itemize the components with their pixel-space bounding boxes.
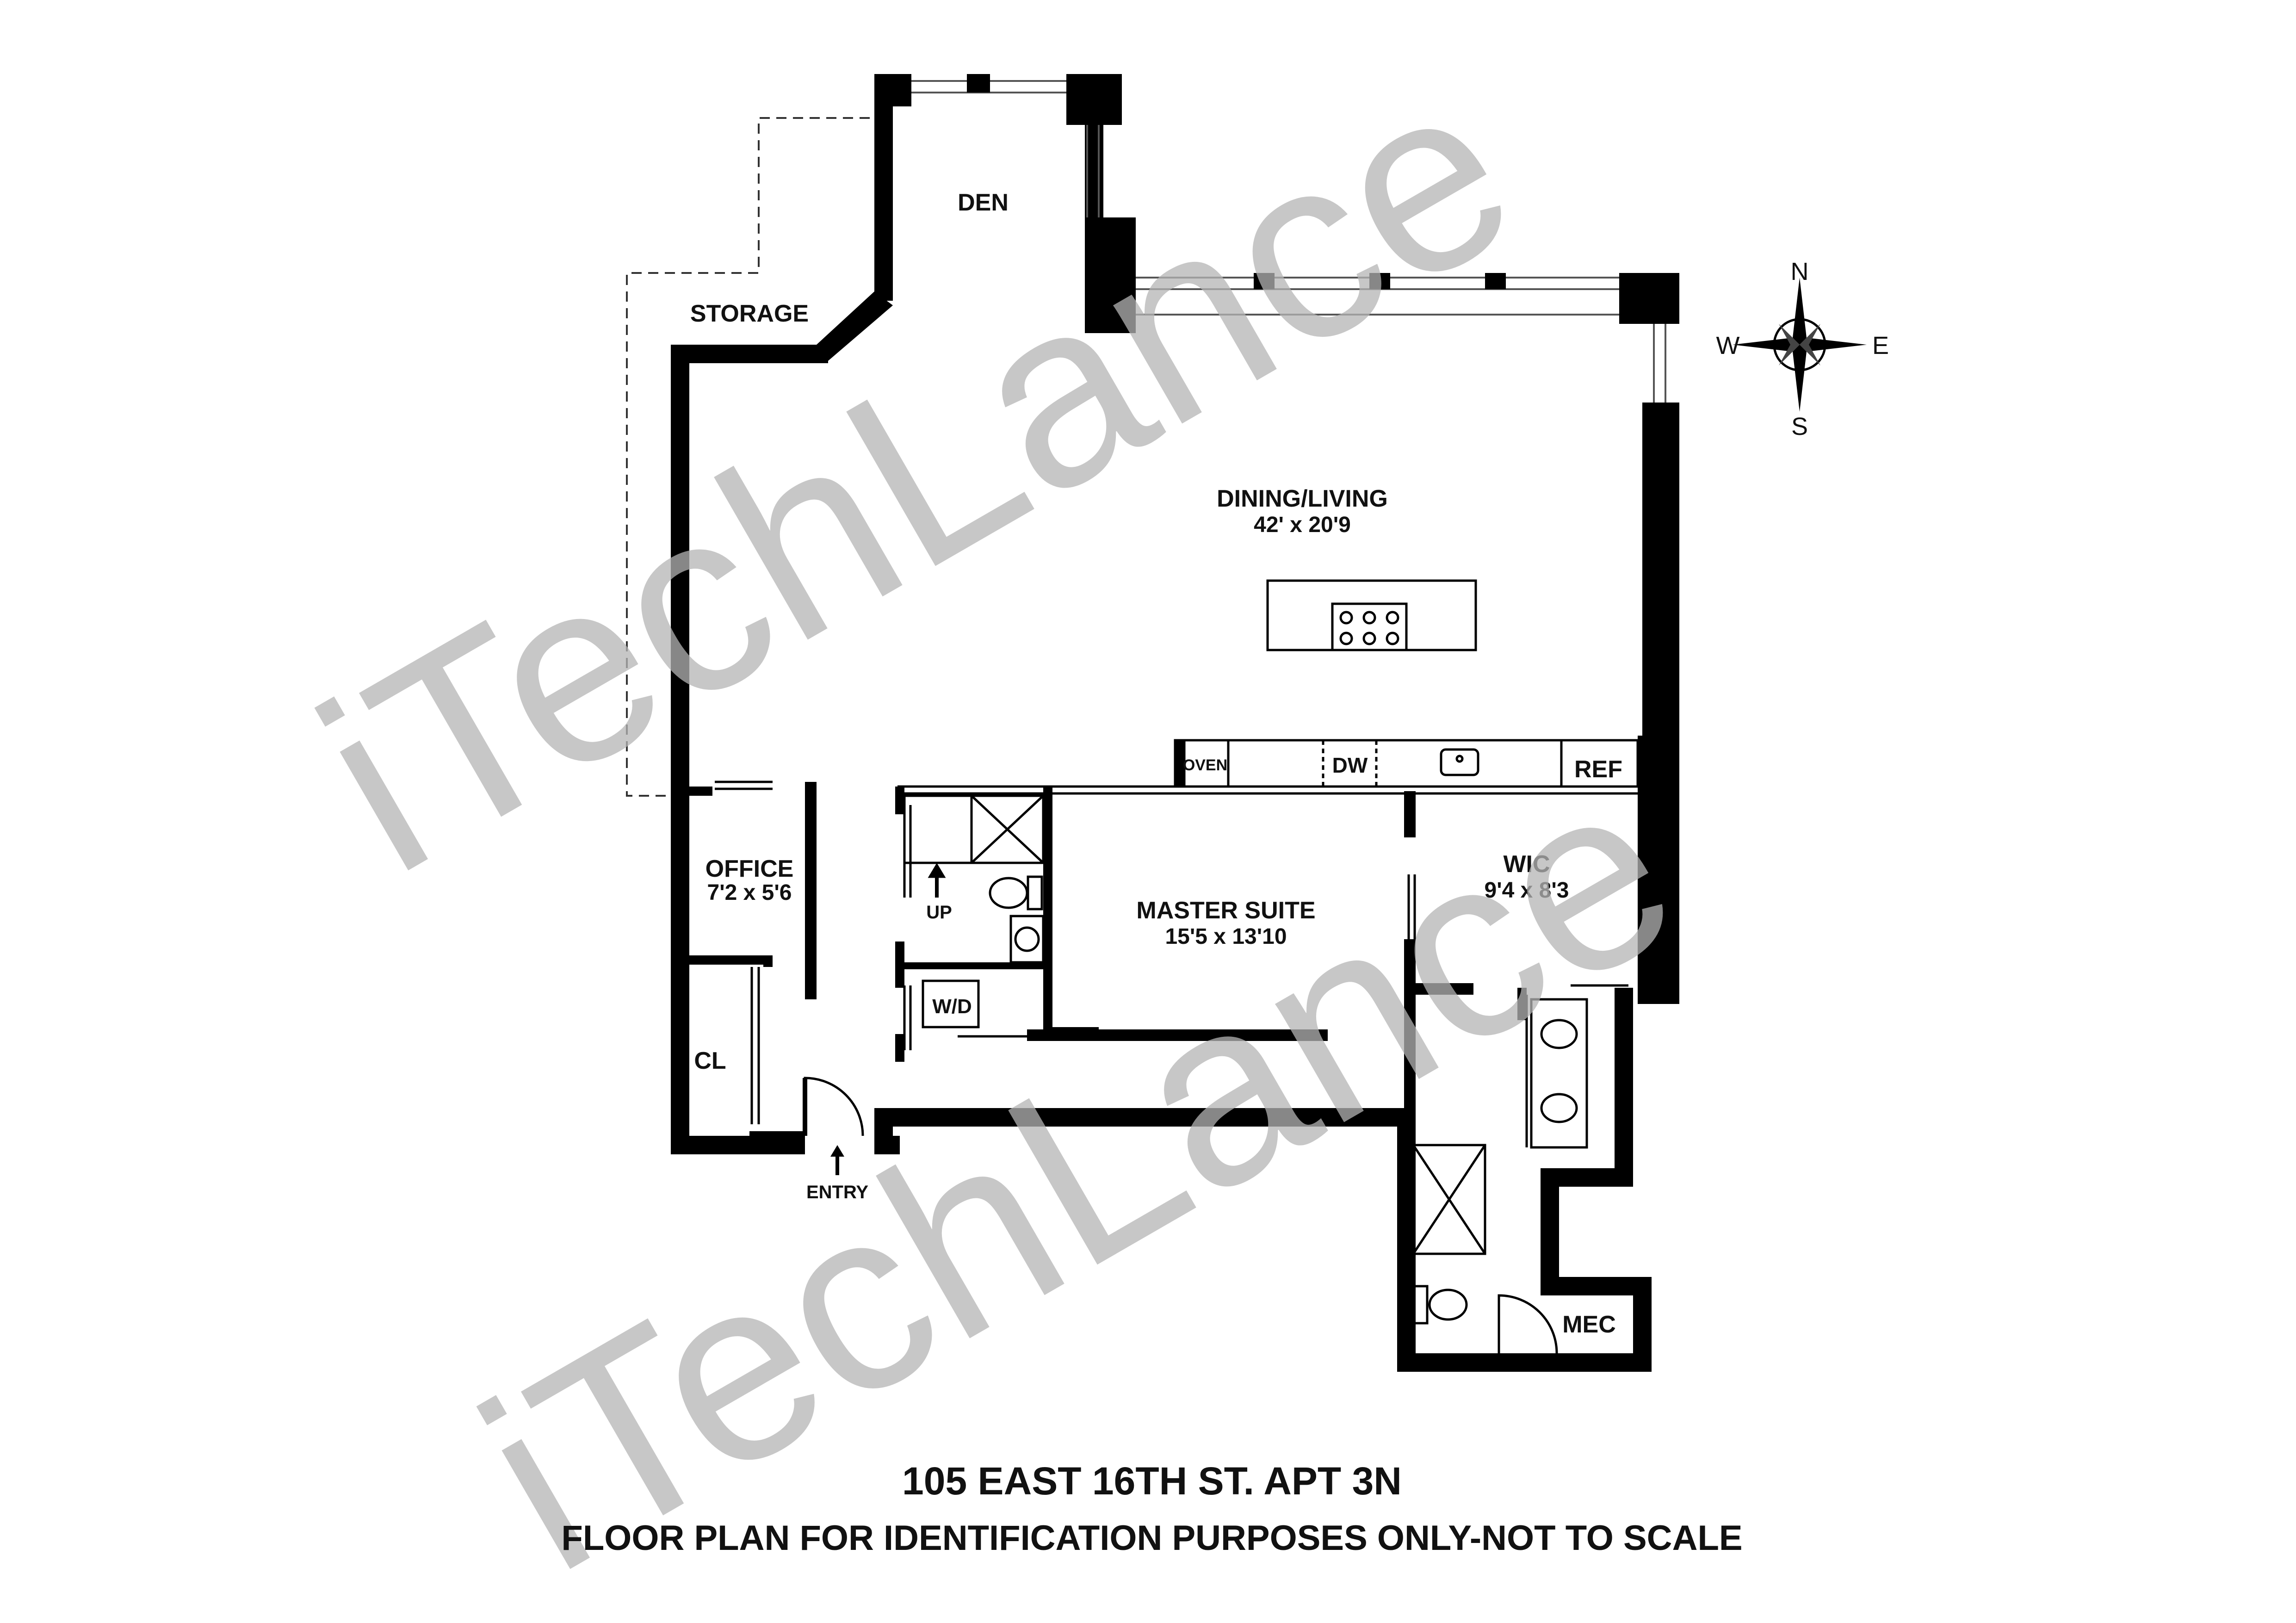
office-dims: 7'2 x 5'6 (707, 880, 792, 905)
storage-label: STORAGE (690, 300, 809, 327)
interior-walls (680, 782, 1527, 1140)
compass-n: N (1791, 258, 1809, 285)
kitchen-counter (897, 739, 1639, 795)
watermark-top: iTechLance (276, 20, 1556, 927)
entry-label: ENTRY (806, 1182, 868, 1202)
fixtures (715, 781, 1628, 1354)
compass-w: W (1716, 332, 1740, 359)
windows (911, 74, 1666, 403)
dining-living-dims: 42' x 20'9 (1254, 513, 1351, 537)
plan-subtitle: FLOOR PLAN FOR IDENTIFICATION PURPOSES O… (561, 1518, 1742, 1558)
entry-arrow (830, 1145, 844, 1175)
compass-e: E (1872, 332, 1889, 359)
compass-rose: N S W E (1716, 258, 1889, 440)
dw-label: DW (1332, 753, 1368, 777)
den-label: DEN (958, 189, 1009, 216)
ref-label: REF (1574, 756, 1622, 783)
wd-label: W/D (932, 995, 972, 1018)
dining-living-label: DINING/LIVING (1217, 485, 1388, 512)
plan-title: 105 EAST 16TH ST. APT 3N (902, 1459, 1402, 1503)
storage-outline (626, 117, 870, 797)
wic-label: WIC (1503, 851, 1550, 878)
compass-s: S (1791, 413, 1808, 440)
kitchen-island (1266, 579, 1477, 651)
exterior-walls (671, 74, 1679, 1372)
cl-label: CL (694, 1047, 726, 1074)
master-suite-dims: 15'5 x 13'10 (1165, 924, 1287, 949)
oven-label: OVEN (1183, 756, 1227, 774)
master-suite-label: MASTER SUITE (1136, 897, 1315, 924)
mec-label: MEC (1562, 1311, 1616, 1338)
up-label: UP (926, 902, 952, 923)
wic-dims: 9'4 x 8'3 (1485, 878, 1569, 903)
office-label: OFFICE (706, 855, 794, 882)
